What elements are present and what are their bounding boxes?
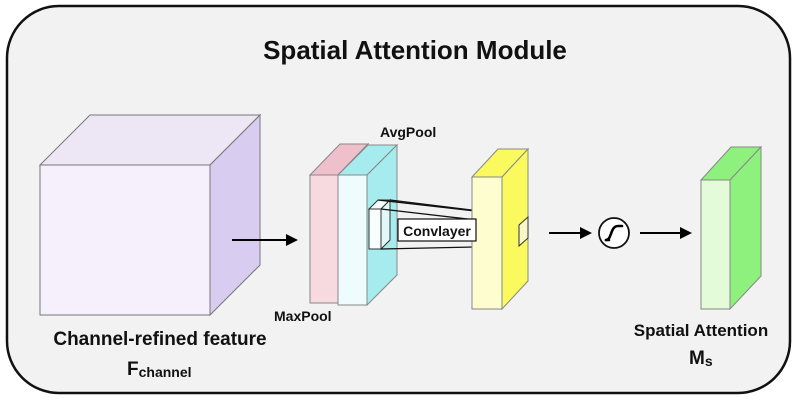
arrow-right-icon — [232, 234, 298, 246]
arrow-right-icon — [640, 227, 692, 239]
diagram-title: Spatial Attention Module — [263, 35, 567, 65]
conv-kernel-block — [367, 198, 392, 251]
conv-output-slab — [470, 147, 530, 311]
conv-target-block — [518, 215, 529, 248]
avgpool-slab — [336, 143, 399, 307]
output-symbol-sub: s — [705, 353, 713, 369]
sigmoid-icon — [598, 217, 630, 249]
arrow-right-icon — [549, 227, 592, 239]
output-attention-slab — [699, 145, 763, 311]
avgpool-label: AvgPool — [380, 124, 436, 140]
output-symbol: Ms — [689, 348, 713, 369]
input-symbol-main: F — [127, 359, 139, 380]
maxpool-label: MaxPool — [274, 308, 332, 324]
output-feature-label: Spatial Attention — [634, 321, 768, 340]
output-symbol-main: M — [689, 348, 705, 369]
convlayer-label: Convlayer — [403, 223, 471, 239]
input-symbol: Fchannel — [127, 359, 192, 380]
input-feature-cube — [38, 113, 262, 317]
input-feature-label: Channel-refined feature — [53, 329, 266, 350]
input-symbol-sub: channel — [139, 364, 192, 380]
convlayer-label-box: Convlayer — [397, 218, 477, 242]
